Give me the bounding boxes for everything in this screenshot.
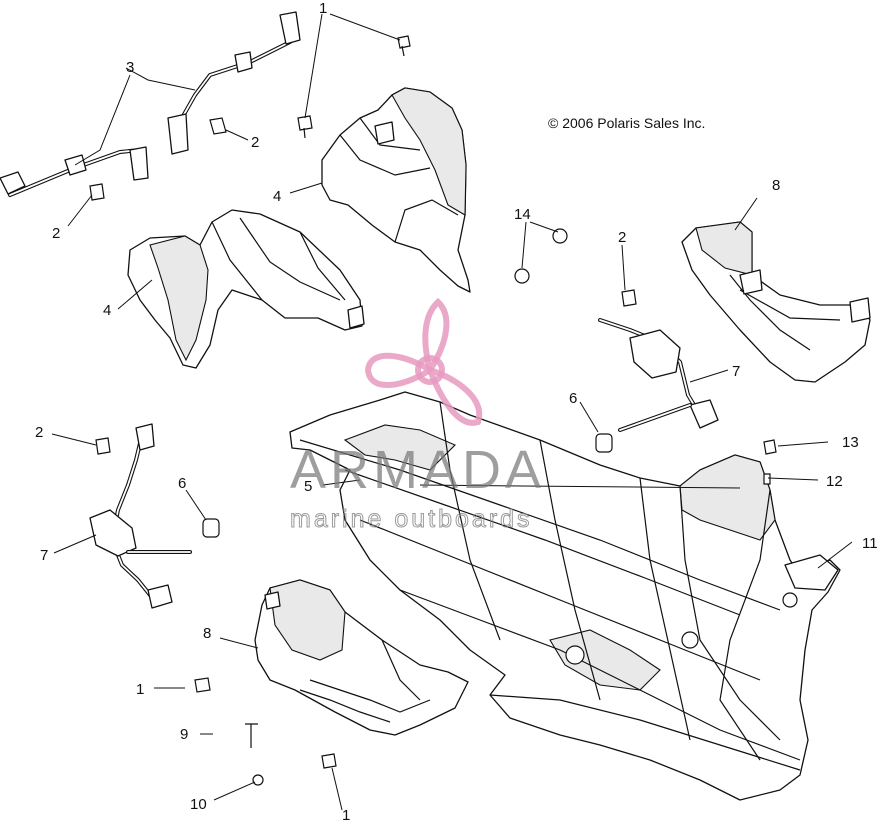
watermark-logo — [364, 297, 483, 426]
callout-6-a: 6 — [569, 390, 577, 407]
callout-10: 10 — [190, 796, 207, 813]
part-8-footwell-left — [254, 579, 469, 736]
leader-lines — [51, 13, 853, 811]
callout-13: 13 — [842, 434, 859, 451]
watermark-subtitle: marine outboards — [290, 505, 533, 533]
callout-3: 3 — [126, 59, 134, 76]
callout-11: 11 — [862, 535, 878, 552]
callout-8-b: 8 — [203, 625, 211, 642]
clip-2-b — [89, 183, 105, 201]
part-5-main-frame — [289, 391, 841, 801]
callout-12: 12 — [826, 473, 843, 490]
nut-14-a — [514, 268, 530, 284]
bushing-6-right — [595, 433, 613, 453]
clip-2-d — [95, 437, 111, 455]
callout-6-b: 6 — [178, 475, 186, 492]
callout-2-a: 2 — [251, 134, 259, 151]
callout-2-b: 2 — [52, 225, 60, 242]
push-rivet-1-top — [397, 35, 411, 57]
clip-2-a — [209, 117, 227, 135]
callout-7-b: 7 — [40, 547, 48, 564]
callout-1-bottom: 1 — [342, 807, 350, 822]
part-4-fender-right — [321, 87, 471, 293]
nut-14-b — [552, 228, 568, 244]
clip-2-c — [621, 289, 637, 307]
callout-7-a: 7 — [732, 363, 740, 380]
callout-1-top: 1 — [319, 0, 327, 17]
callout-2-d: 2 — [35, 424, 43, 441]
push-rivet-1-left — [194, 677, 211, 693]
watermark-title: ARMADA — [290, 440, 545, 500]
callout-14: 14 — [514, 206, 531, 223]
watermark: ARMADA marine outboards — [290, 297, 545, 534]
part-3-bracket-rod — [0, 11, 301, 197]
callout-5: 5 — [304, 478, 312, 495]
fastener-13 — [763, 439, 777, 455]
callout-4-b: 4 — [103, 302, 111, 319]
callout-numbers: 1 3 2 4 2 4 14 2 8 7 6 13 12 11 2 5 6 7 … — [35, 0, 878, 822]
copyright-text: © 2006 Polaris Sales Inc. — [548, 115, 705, 131]
callout-1-left: 1 — [136, 681, 144, 698]
bolt-9 — [245, 723, 258, 748]
bushing-6-left — [202, 518, 220, 538]
push-rivet-1-upper — [297, 115, 313, 139]
part-7-bracket-left — [89, 423, 192, 609]
callout-4-a: 4 — [273, 188, 281, 205]
fastener-12 — [763, 473, 771, 485]
callout-8-a: 8 — [772, 177, 780, 194]
part-8-footwell-right — [681, 221, 871, 383]
part-7-bracket-right — [598, 318, 719, 432]
callout-9: 9 — [180, 726, 188, 743]
push-rivet-1-bottom — [321, 753, 337, 769]
nut-10 — [252, 774, 264, 786]
part-4-fender-left — [127, 209, 365, 369]
callout-2-c: 2 — [618, 229, 626, 246]
hardware — [89, 35, 777, 786]
